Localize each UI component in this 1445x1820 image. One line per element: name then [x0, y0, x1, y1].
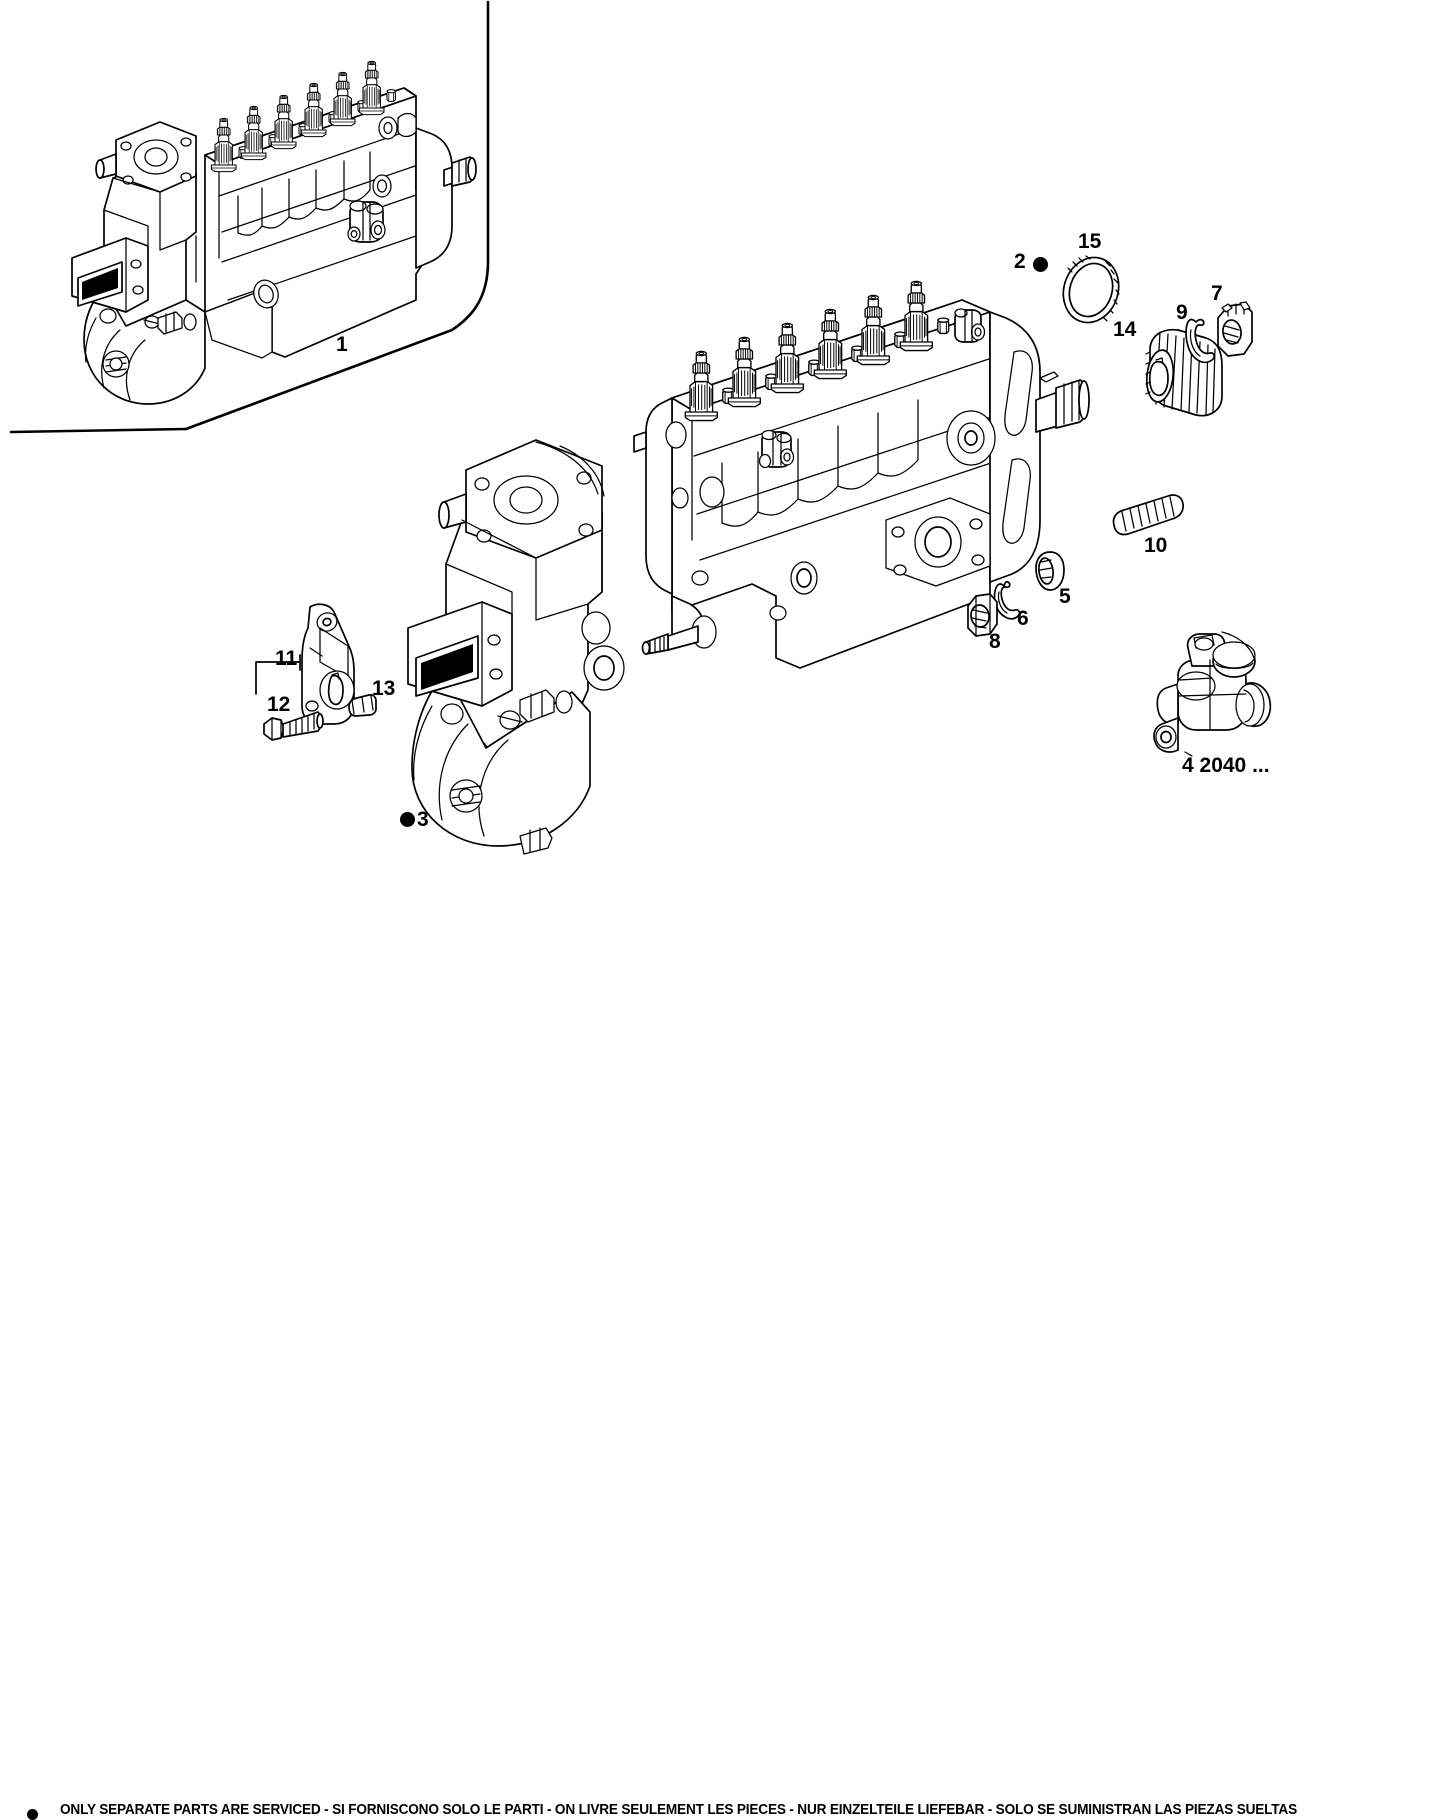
item-3-governor-assembly — [407, 439, 625, 855]
item-8-nut — [967, 593, 998, 637]
callout-14: 14 — [1113, 318, 1137, 341]
callout-1: 1 — [336, 333, 348, 356]
callout-12: 12 — [267, 693, 291, 716]
footer-note-text: ONLY SEPARATE PARTS ARE SERVICED - SI FO… — [60, 1802, 1297, 1818]
item-14-drive-gear — [1145, 328, 1223, 417]
callout-6: 6 — [1017, 607, 1029, 630]
parts-diagram-artwork: .ln{fill:none;stroke:#000;stroke-width:1… — [9, 0, 1272, 855]
item-1-complete-pump-assembly — [71, 60, 477, 405]
callout-bullet-3 — [400, 812, 415, 827]
callout-8: 8 — [989, 630, 1001, 653]
assembly-boundary-frame — [9, 0, 490, 434]
item-2-pump-housing — [633, 280, 1090, 669]
item-10-key — [1112, 494, 1184, 536]
diagram-sheet: .ln{fill:none;stroke:#000;stroke-width:1… — [9, 0, 1272, 855]
callout-15: 15 — [1078, 230, 1102, 253]
footer-bullet-icon — [27, 1809, 38, 1820]
callout-11: 11 — [275, 647, 298, 670]
item-13-key — [348, 693, 377, 717]
item-7-castellated-nut — [1217, 301, 1253, 357]
callout-bullet-2 — [1033, 257, 1048, 272]
item-4-fuel-feed-pump — [1153, 631, 1272, 757]
item-6-snap-ring — [993, 580, 1021, 620]
callout-4: 4 2040 ... — [1182, 754, 1270, 777]
callout-9: 9 — [1176, 301, 1188, 324]
footer-note: ONLY SEPARATE PARTS ARE SERVICED - SI FO… — [0, 898, 1445, 1820]
callout-3: 3 — [417, 808, 429, 831]
item-12-bolt — [263, 711, 324, 741]
item-5-washer — [1035, 551, 1065, 591]
callout-2: 2 — [1014, 250, 1026, 273]
item-11-control-lever — [255, 603, 355, 725]
callout-13: 13 — [372, 677, 396, 700]
callout-10: 10 — [1144, 534, 1168, 557]
item-9-retaining-clip — [1185, 318, 1216, 364]
callout-7: 7 — [1211, 282, 1223, 305]
item-15-o-ring — [1062, 255, 1120, 324]
callout-5: 5 — [1059, 585, 1071, 608]
